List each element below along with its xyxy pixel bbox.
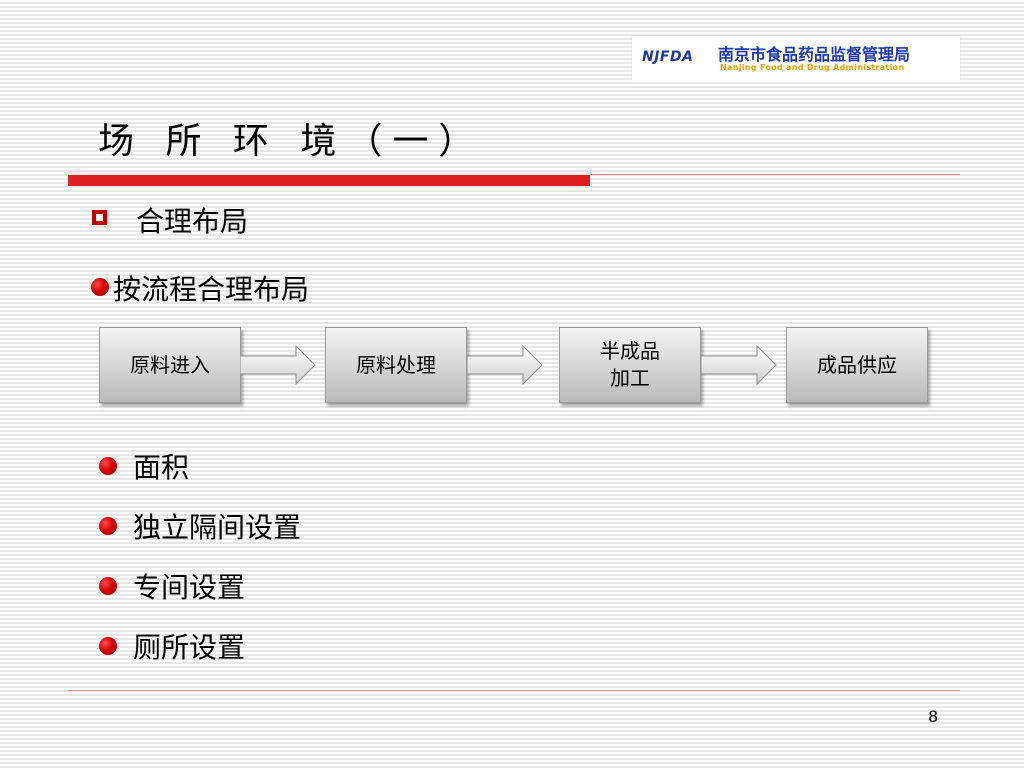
bullet-item: 厕所设置 <box>133 631 246 664</box>
title-underline-bar <box>68 175 590 186</box>
flow-step-2: 原料处理 <box>325 327 467 403</box>
red-dot-bullet-icon <box>99 457 117 475</box>
flow-step-label: 原料进入 <box>130 352 210 377</box>
logo-chinese-name: 南京市食品药品监督管理局 <box>718 45 911 64</box>
page-number: 8 <box>928 707 939 726</box>
right-arrow-icon <box>240 345 316 385</box>
right-arrow-icon <box>467 345 543 385</box>
logo-english-name: Nanjing Food and Drug Administration <box>720 63 905 72</box>
bullet-item: 面积 <box>133 451 190 484</box>
bullet-item: 专间设置 <box>133 571 246 604</box>
slide-title: 场 所 环 境（一） <box>98 121 485 162</box>
logo-abbreviation: NJFDA <box>642 49 694 65</box>
hollow-square-bullet-icon <box>92 210 107 225</box>
njfda-logo: NJFDA 南京市食品药品监督管理局 Nanjing Food and Drug… <box>632 36 960 80</box>
flow-step-1: 原料进入 <box>99 327 241 403</box>
red-dot-bullet-icon <box>99 577 117 595</box>
title-underline-thin <box>590 174 960 175</box>
section-subheading: 按流程合理布局 <box>113 273 310 306</box>
section-heading: 合理布局 <box>136 205 249 238</box>
flow-step-3: 半成品 加工 <box>559 327 701 403</box>
flow-step-label: 成品供应 <box>817 352 897 377</box>
red-dot-bullet-icon <box>99 637 117 655</box>
flow-step-label: 半成品 加工 <box>600 339 660 390</box>
flow-step-label: 原料处理 <box>356 352 436 377</box>
red-dot-bullet-icon <box>91 278 109 296</box>
red-dot-bullet-icon <box>99 517 117 535</box>
footer-divider <box>68 690 960 691</box>
bullet-item: 独立隔间设置 <box>133 511 302 544</box>
right-arrow-icon <box>701 345 777 385</box>
flow-step-4: 成品供应 <box>786 327 928 403</box>
